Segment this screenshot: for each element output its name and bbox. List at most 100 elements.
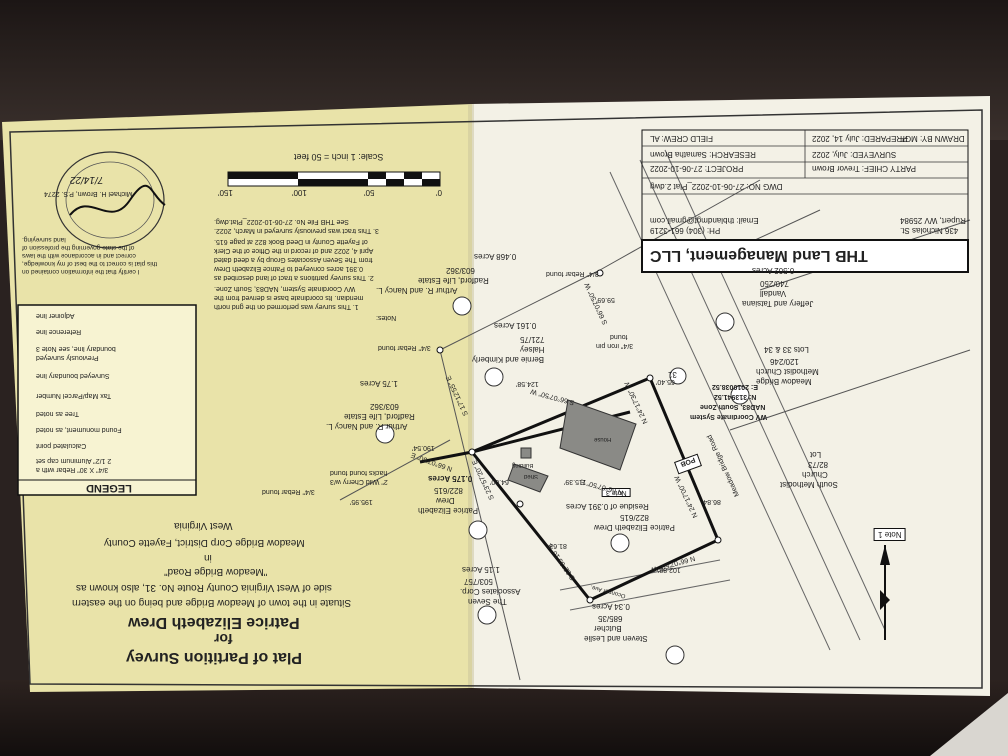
note-line: April 4, 2022 and of record in the Offic…	[214, 247, 374, 254]
shed-shape	[507, 463, 549, 493]
legend-item: Previously surveyed	[36, 354, 99, 361]
company-name: THB Land Management, LLC	[650, 247, 868, 264]
parcel-patrice-left-3: 822/615	[434, 486, 463, 495]
parcel-seven-2: Associates Corp.	[460, 587, 521, 596]
parcel-arthur1-2: Radford, Life Estate	[344, 412, 415, 421]
parcel-south-3: 82/73	[808, 460, 829, 469]
hacks-label: hacks found found	[330, 469, 388, 476]
cert-line: this plat is correct to the best of my k…	[22, 260, 158, 267]
desc-line1: Situate in the town of Meadow Bridge and…	[72, 597, 352, 608]
legend-item: Tax Map/Parcel Number	[36, 392, 112, 399]
boundary-west-segment	[419, 450, 473, 464]
company-phone: PH: (304) 661-3219	[650, 226, 721, 235]
parcel-south-2: Church	[802, 470, 828, 479]
legend-item: Reference line	[36, 328, 82, 335]
parcel-arthur2-3: 603/362	[446, 266, 475, 275]
parcel-seven-4: 1.15 Acres	[462, 565, 500, 574]
iron-pin-found-label: found	[610, 333, 628, 340]
info-party-chief: PARTY CHIEF: Trevor Brown	[812, 164, 917, 173]
house-shape	[559, 399, 637, 471]
info-surveyed: SURVEYED: July, 2022	[812, 150, 897, 159]
iron-pin-label: 3/4" iron pin	[596, 342, 634, 349]
parcel-meadow-3: 120/246	[770, 357, 799, 366]
fold-line	[468, 104, 474, 688]
scale-tick-50: 50'	[364, 188, 375, 197]
note-line: 2. This survey partitions a tract of lan…	[214, 274, 374, 281]
cert-line: correct and in accordance with the laws	[22, 252, 136, 259]
scale-label: Scale: 1 inch = 50 feet	[294, 152, 384, 162]
title-line1: Plat of Partition Survey	[126, 649, 303, 666]
parcel-steven-1: Steven and Leslie	[584, 634, 648, 643]
parcel-jeffery-4: 0.502 Acres	[752, 266, 795, 275]
desc-line3: "Meadow Bridge Road"	[164, 566, 268, 577]
parcel-arthur2-2: Radford, Life Estate	[418, 276, 489, 285]
small-building-shape	[520, 447, 532, 459]
distance-label: 102.88'	[658, 566, 681, 573]
signature-date: 7/14/22	[70, 174, 104, 185]
info-table-grid	[642, 130, 968, 195]
scale-tick-0: 0'	[436, 188, 442, 197]
company-dwg: DWG NO: 27-06-10-2022_Plat 2.dwg	[650, 182, 783, 191]
info-prepared: PREPARED: July 14, 2022	[812, 134, 908, 143]
parcel-arthur1-3: 603/362	[370, 402, 399, 411]
distance-label: 195.95'	[350, 498, 373, 505]
signature-scribble	[69, 184, 166, 216]
note-line: from The Seven Associates Group by a dee…	[214, 256, 373, 263]
rebar-found-2: 3/4" Rebar found	[378, 344, 431, 351]
notes-head: Notes:	[376, 314, 397, 321]
sheet-border	[9, 109, 983, 689]
parcel-steven-4: 0.34 Acres	[592, 602, 630, 611]
parcel-arthur1-1: Arthur R. and Nancy L.	[326, 422, 408, 431]
cert-line: I certify that the information contained…	[22, 268, 140, 275]
note-line: 3. This tract was previously surveyed in…	[214, 227, 379, 234]
parcel-arthur1-4: 1.75 Acres	[360, 379, 398, 388]
note-line: See THB File No. 27-06-10-2022_Plat.dwg.	[214, 218, 349, 225]
wvcs-label: WV Coordinate System	[690, 413, 768, 420]
parcel-bernie-1: Bernie and Kimberly	[472, 355, 545, 364]
scale-bar	[227, 171, 441, 187]
parcel-seven-3: 503/757	[464, 577, 493, 586]
nad-label: NAD83, South Zone	[700, 403, 766, 410]
scale-tick-100: 100'	[292, 188, 307, 197]
parcel-bernie-2: Halsey	[520, 345, 545, 354]
parcel-jeffery-3: 740/250	[760, 279, 789, 288]
legend-item: Surveyed boundary line	[36, 372, 110, 379]
parcel-arthur2-1: Arthur R. and Nancy L.	[376, 286, 458, 295]
parcel-jeffery-1: Jeffery and Tatsiana	[742, 299, 814, 308]
parcel-steven-3: 685/35	[598, 614, 623, 623]
surveyor-seal	[55, 151, 165, 249]
parcel-arthur2-4: 0.468 Acres	[474, 252, 517, 261]
sheet-left-half	[2, 104, 472, 692]
distance-label: 64.00'	[490, 478, 509, 485]
info-research: RESEARCH: Samatha Brown	[650, 150, 756, 159]
company-addr2: Rupert, WV 25984	[900, 216, 966, 225]
parcel-seven-1: The Seven	[468, 597, 507, 606]
corner-markers	[436, 269, 722, 604]
cherry-tree-label: 2" Wild Cherry w/3	[330, 478, 388, 485]
info-drawn-by: DRAWN BY: MGF	[900, 134, 965, 143]
parcel-meadow-1: Meadow Bridge	[756, 377, 812, 386]
desc-line6: West Virginia	[174, 520, 233, 531]
legend-item: 3/4" X 30" Rebar with a	[36, 466, 109, 473]
parcel-meadow-4: Lots 33 & 34	[764, 345, 809, 354]
note-line: 1. This survey was performed on the grid…	[214, 303, 359, 310]
distance-label: 86.84'	[702, 498, 721, 505]
building-label: Building	[512, 462, 534, 468]
shed-label: Shed	[524, 473, 539, 479]
parcel-patrice-left-2: Drew	[436, 496, 455, 505]
legend-item: boundary line, see Note 3	[36, 345, 116, 352]
pob-box	[674, 453, 702, 475]
legend-item: Found monument, as noted	[36, 426, 122, 433]
parcel-steven-2: Butcher	[594, 624, 622, 633]
distance-label: 115.39'	[564, 478, 587, 485]
note-line: of Fayette County in Deed Book 822 at pa…	[214, 238, 368, 245]
legend-title: LEGEND	[86, 482, 132, 494]
rebar-found-1: 3/4" Rebar found	[262, 488, 315, 495]
parcel-bernie-3: 721/75	[520, 335, 545, 344]
desc-line2: side of West Virginia County Route No. 3…	[76, 582, 332, 593]
rebar-found-3: 3/4" Rebar found	[546, 270, 599, 277]
info-field-crew: FIELD CREW: AL	[650, 134, 713, 143]
desc-line5: Meadow Bridge Corp District, Fayette Cou…	[104, 537, 305, 548]
house-label: House	[594, 436, 612, 442]
